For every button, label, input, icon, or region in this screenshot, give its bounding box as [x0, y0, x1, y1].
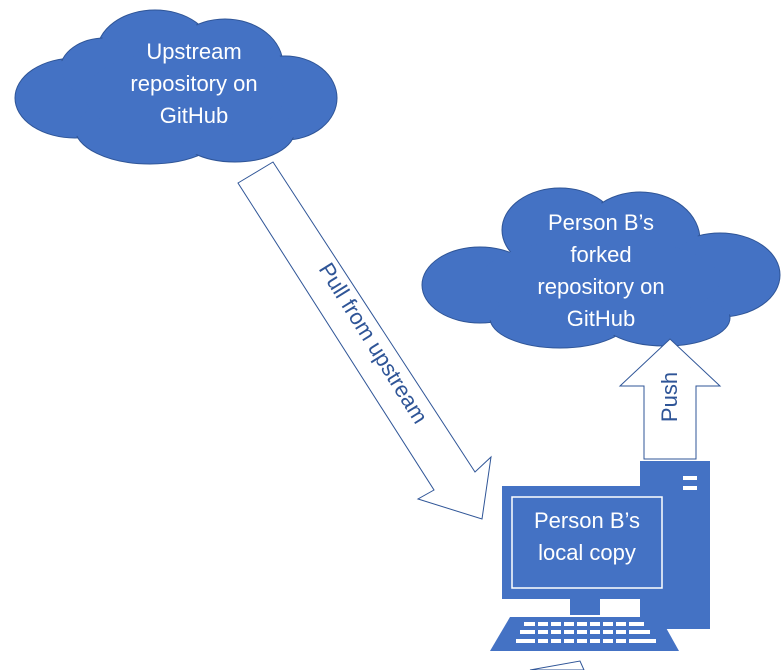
- push-arrow: Push: [618, 338, 722, 460]
- upstream-cloud-line-3: GitHub: [160, 103, 228, 128]
- push-arrow-label: Push: [657, 372, 682, 422]
- forked-cloud: Person B’s forked repository on GitHub: [421, 187, 781, 349]
- upstream-cloud-line-2: repository on: [130, 71, 257, 96]
- upstream-cloud-line-1: Upstream: [146, 39, 241, 64]
- partial-arrow: [529, 660, 585, 670]
- computer-line-1: Person B’s: [534, 508, 640, 533]
- forked-cloud-line-2: forked: [570, 242, 631, 267]
- forked-cloud-line-3: repository on: [537, 274, 664, 299]
- computer-line-2: local copy: [538, 540, 636, 565]
- forked-cloud-line-4: GitHub: [567, 306, 635, 331]
- pull-arrow-label: Pull from upstream: [314, 258, 433, 428]
- forked-cloud-line-1: Person B’s: [548, 210, 654, 235]
- monitor: [502, 486, 670, 599]
- computer-icon: Person B’s local copy: [490, 461, 710, 651]
- screen: [511, 496, 663, 589]
- upstream-cloud: Upstream repository on GitHub: [14, 9, 338, 165]
- pull-arrow: Pull from upstream: [237, 161, 492, 520]
